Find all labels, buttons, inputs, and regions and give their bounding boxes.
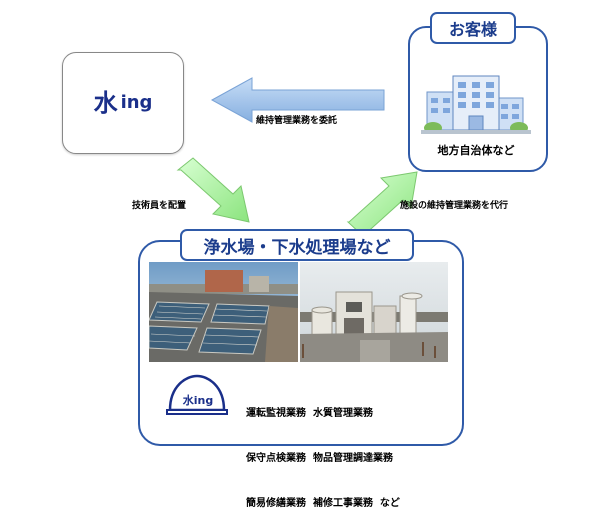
arrow-outsource-label: 維持管理業務を委託 (256, 116, 338, 126)
arrow-outsource (210, 77, 385, 123)
task-list: 運転監視業務 水質管理業務 保守点検業務 物品管理調達業務 簡易修繕業務 補修工… (246, 376, 400, 526)
arrow-operate (346, 171, 418, 237)
water-treatment-plant-photo (149, 262, 298, 362)
company-logo: 水 ing (73, 91, 173, 115)
sewage-treatment-plant-photo (300, 262, 448, 362)
company-logo-box: 水 ing (62, 52, 184, 154)
helmet-logo-word: ing (193, 394, 214, 407)
arrow-operate-label: 施設の維持管理業務を代行 (400, 201, 509, 211)
task-line-2: 保守点検業務 物品管理調達業務 (246, 453, 393, 464)
logo-word: ing (120, 92, 153, 113)
customer-title: お客様 (430, 12, 516, 44)
arrow-dispatch (176, 157, 250, 223)
logo-mark: 水 (93, 89, 118, 117)
helmet-icon (166, 374, 228, 415)
helmet-logo-mark: 水 (182, 394, 194, 407)
helmet-logo: 水ing (176, 392, 220, 408)
task-line-3: 簡易修繕業務 補修工事業務 など (246, 498, 400, 509)
flow-arrows (176, 77, 418, 237)
customer-caption: 地方自治体など (437, 144, 515, 157)
building-icon (421, 75, 531, 134)
facility-title: 浄水場・下水処理場など (180, 229, 414, 261)
task-line-1: 運転監視業務 水質管理業務 (246, 408, 373, 419)
arrow-dispatch-label: 技術員を配置 (132, 201, 187, 211)
